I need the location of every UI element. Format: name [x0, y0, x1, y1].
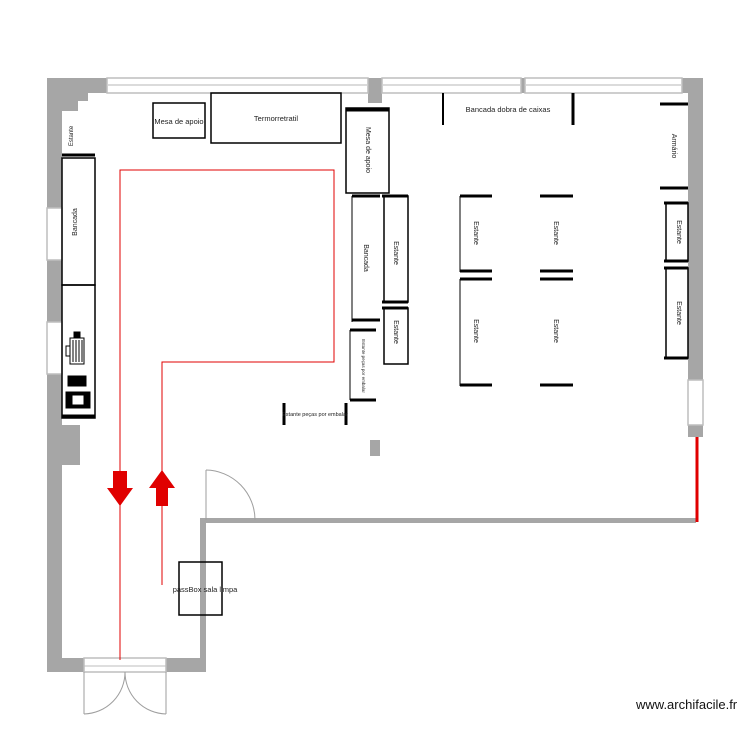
label-estante-col2-bottom: Estante — [552, 319, 559, 343]
wall-inner-vertical — [200, 520, 206, 672]
window-left-2 — [46, 321, 63, 375]
label-bancada-center: Bancada — [362, 244, 369, 272]
label-mesa-apoio-top: Mesa de apoio — [154, 117, 203, 126]
label-passbox: passBox sala limpa — [173, 585, 238, 594]
wall-step — [62, 93, 88, 101]
wall-left-lower — [62, 425, 80, 465]
label-bancada-dobra: Bancada dobra de caixas — [466, 105, 551, 114]
label-estante-pecas-horizontal: Estante peças por embalar — [282, 412, 348, 418]
mesa-apoio-vertical — [345, 107, 390, 194]
wall-inner-horizontal — [200, 518, 696, 523]
machine-cabinet — [61, 284, 96, 419]
label-estante-topleft: Estante — [69, 125, 75, 146]
label-bancada-left: Bancada — [72, 208, 79, 236]
wall-bottom-right — [166, 658, 206, 672]
window-bottom-door — [83, 657, 167, 673]
label-estante-col2-top: Estante — [552, 221, 559, 245]
red-arrow-down-icon — [107, 471, 133, 506]
mesa-apoio-top — [152, 102, 206, 139]
label-estante-right-top: Estante — [675, 220, 682, 244]
circulation-route — [119, 169, 335, 660]
wall-right-lower — [688, 425, 703, 437]
label-estante-col1-bottom: Estante — [472, 319, 479, 343]
termorretratil-table — [210, 92, 342, 144]
watermark-text: www.archifacile.fr — [636, 697, 738, 712]
window-left-1 — [46, 207, 63, 261]
wall-right — [688, 78, 703, 380]
machine-icon — [65, 331, 91, 409]
door-swing-icon — [83, 469, 256, 715]
wall-top-right — [682, 78, 703, 93]
labels: Mesa de apoio Termorretratil Bancada dob… — [69, 105, 682, 594]
wall-bottom-left — [47, 658, 84, 672]
furniture — [61, 92, 689, 616]
label-mesa-apoio-vertical: Mesa de apoio — [364, 127, 371, 173]
windows — [46, 77, 704, 673]
window-right — [687, 379, 704, 426]
label-estante-col1-top: Estante — [472, 221, 479, 245]
label-estante-right-bottom: Estante — [675, 301, 682, 325]
label-estante-pecas-vertical: Estante peças por embalar — [361, 339, 366, 393]
wall-top-seg — [521, 78, 525, 93]
wall-left — [47, 78, 62, 672]
label-estante-small-1: Estante — [392, 241, 399, 265]
label-armario: Armário — [670, 134, 677, 159]
red-arrow-up-icon — [149, 470, 175, 506]
pillar — [370, 440, 380, 456]
passbox — [178, 561, 223, 616]
wall-step — [62, 101, 78, 111]
wall-top-left — [47, 78, 107, 93]
wall-top-seg — [368, 78, 382, 103]
label-estante-small-2: Estante — [392, 320, 399, 344]
walls — [47, 78, 703, 672]
label-termorretratil: Termorretratil — [254, 114, 299, 123]
